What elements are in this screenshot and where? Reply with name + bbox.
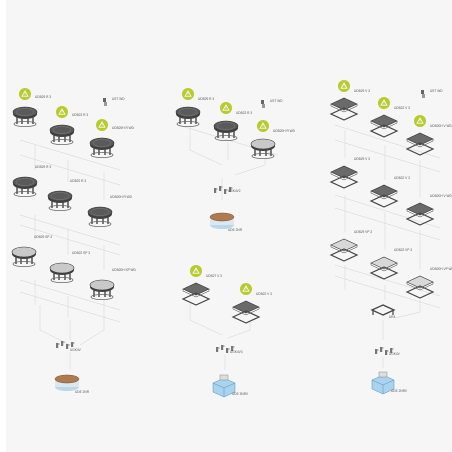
product-label: UDB20H V WD — [430, 194, 452, 198]
product-kit: UST WD — [261, 99, 283, 108]
column-middle: UDB29 R 3 UDB22 R 3 UDB20H R WD UST WD UGK4V… — [176, 88, 296, 397]
product-label: UDB29 R 3 — [198, 97, 214, 101]
warning-badge-icon — [257, 120, 269, 132]
product-label: UGK4V3 — [230, 350, 243, 354]
product-label: UDB29 R 3 — [35, 95, 51, 99]
warning-badge-icon — [240, 283, 252, 295]
product-blue-box: UDE 3NRV — [213, 375, 249, 397]
product-square-dark: UDB22 V 3 — [371, 176, 410, 207]
product-label: UDB22 V 3 — [256, 292, 272, 296]
connector-line — [228, 322, 250, 338]
product-kit: UST WD — [421, 89, 443, 98]
product-label: UDE 2NR — [228, 228, 243, 232]
column-right: UDB29 V 3 UDB22 V 3 UDB20H V WD UST WD UDB29… — [331, 80, 452, 394]
product-label: UGK4V — [389, 352, 401, 356]
product-label: UDB29 SP 3 — [34, 235, 52, 239]
product-label: UDB22 V 3 — [394, 106, 410, 110]
product-wood-box: UDE 2NR — [210, 213, 243, 232]
product-label: UDE 2NR — [75, 390, 90, 394]
warning-badge-icon — [190, 265, 202, 277]
product-label: UDB29 V 3 — [354, 89, 370, 93]
product-label: UST WD — [270, 99, 283, 103]
product-label: UDE 2NRV — [391, 389, 408, 393]
connector-line — [235, 158, 265, 175]
product-cup-dark: UDB29 R 3 — [176, 88, 214, 127]
connector-line — [40, 305, 70, 345]
connector-line — [395, 300, 420, 318]
column-left: UDB29 R 3 UDB22 R 3 UDB20H R WD UST WD UDB29… — [12, 88, 137, 394]
product-cup-dark: UDB22 R 3 — [48, 179, 86, 211]
product-label: UST WD — [430, 89, 443, 93]
product-kit: UST WD — [103, 97, 125, 106]
product-label: UDB20H R WD — [110, 195, 133, 199]
product-blue-box: UDE 2NRV — [372, 372, 408, 394]
product-label: UDB22 R 3 — [236, 111, 252, 115]
product-square-dark: UDB22 V 3 — [233, 283, 272, 323]
product-label: UDB20H R WD — [273, 129, 296, 133]
product-cup-light: UDB20H R WD — [251, 120, 296, 159]
connector-lines — [20, 125, 440, 370]
product-label: UDB27 V 3 — [206, 274, 222, 278]
product-brackets: UGK4V — [375, 347, 401, 356]
warning-badge-icon — [96, 119, 108, 131]
product-brackets: UGK4V — [56, 341, 82, 352]
warning-badge-icon — [19, 88, 31, 100]
product-cup-dark: UDB20H R WD — [90, 119, 135, 158]
product-label: UDB20H V WD — [430, 124, 452, 128]
product-square-dark: UDB20H V WD — [407, 115, 452, 155]
product-cup-light: UDB20H SP WD — [90, 268, 137, 300]
product-label: UDB29 R 3 — [35, 165, 51, 169]
product-label: UDB20H R WD — [112, 126, 135, 130]
product-frame: UR4 — [372, 305, 396, 319]
product-label: UDB20H VP WD — [430, 267, 452, 271]
product-label: UDB22 R 3 — [72, 113, 88, 117]
product-label: UST WD — [112, 97, 125, 101]
product-brackets: UGK4V2 — [214, 186, 241, 194]
product-label: UDB20H SP WD — [112, 268, 137, 272]
product-cup-light: UDB29 SP 3 — [12, 235, 52, 267]
product-label: UDB22 R 3 — [70, 179, 86, 183]
connector-line — [190, 302, 222, 335]
product-label: UDB22 SP 3 — [72, 251, 90, 255]
product-cup-dark: UDB29 R 3 — [13, 88, 51, 127]
warning-badge-icon — [378, 97, 390, 109]
product-label: UDB29 VP 3 — [354, 230, 372, 234]
product-wood-box: UDE 2NR — [55, 375, 90, 394]
product-cup-dark: UDB22 R 3 — [50, 106, 88, 145]
product-cup-light: UDB22 SP 3 — [50, 251, 90, 283]
warning-badge-icon — [182, 88, 194, 100]
warning-badge-icon — [56, 106, 68, 118]
product-cup-dark: UDB29 R 3 — [13, 165, 51, 197]
product-square-light: UDB29 VP 3 — [331, 230, 372, 261]
product-square-dark: UDB27 V 3 — [183, 265, 222, 305]
product-label: UGK4V2 — [228, 189, 241, 193]
product-label: UDB22 V 3 — [394, 176, 410, 180]
product-cup-dark: UDB22 R 3 — [214, 102, 252, 141]
product-square-dark: UDB29 V 3 — [331, 80, 370, 120]
product-label: UDB22 VP 3 — [394, 248, 412, 252]
product-label: UR4 — [389, 315, 396, 319]
product-label: UDE 3NRV — [232, 392, 249, 396]
product-cup-dark: UDB20H R WD — [88, 195, 133, 227]
warning-badge-icon — [338, 80, 350, 92]
product-square-light: UDB20H VP WD — [407, 267, 452, 298]
warning-badge-icon — [220, 102, 232, 114]
product-square-dark: UDB22 V 3 — [371, 97, 410, 137]
product-brackets: UGK4V3 — [216, 345, 243, 354]
product-square-dark: UDB20H V WD — [407, 194, 452, 225]
warning-badge-icon — [414, 115, 426, 127]
product-square-dark: UDB29 V 3 — [331, 157, 370, 188]
product-label: UGK4V — [70, 348, 82, 352]
product-square-light: UDB22 VP 3 — [371, 248, 412, 279]
product-label: UDB29 V 3 — [354, 157, 370, 161]
connector-line — [80, 325, 104, 345]
